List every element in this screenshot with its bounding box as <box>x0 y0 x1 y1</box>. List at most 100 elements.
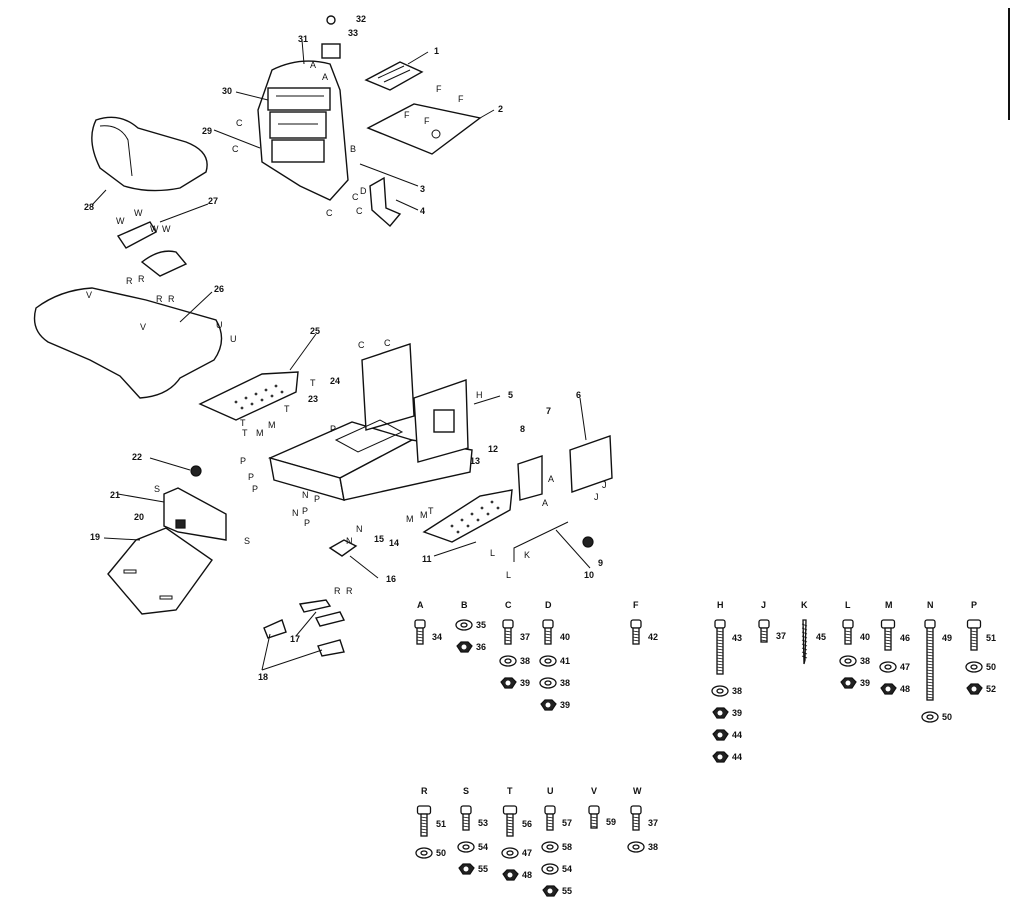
hardware-group-F: F 42 <box>630 600 658 645</box>
hardware-group-letter: K <box>801 600 808 610</box>
callout-27: 27 <box>208 196 218 206</box>
hardware-item-54: 54 <box>457 841 488 853</box>
callout-6: 6 <box>576 390 581 400</box>
hardware-group-letter: R <box>421 786 428 796</box>
hardware-part-number: 56 <box>522 819 532 829</box>
hardware-part-number: 54 <box>478 842 488 852</box>
mark-P: P <box>248 472 254 482</box>
hardware-part-number: 49 <box>942 633 952 643</box>
callout-25: 25 <box>310 326 320 336</box>
part-4-bracket <box>369 176 402 228</box>
part-31-dash-panel <box>257 60 349 201</box>
hardware-item-36: 36 <box>456 641 486 653</box>
mark-V: V <box>140 322 146 332</box>
mark-M: M <box>420 510 428 520</box>
hardware-item-43: 43 <box>714 619 742 675</box>
callout-numbers: 1 2 3 4 5 6 7 8 9 10 11 12 13 14 15 16 1… <box>84 14 603 682</box>
mark-F: F <box>404 110 410 120</box>
hardware-part-number: 37 <box>520 632 530 642</box>
callout-3: 3 <box>420 184 425 194</box>
mark-U: U <box>230 334 237 344</box>
hardware-group-letter: T <box>507 786 513 796</box>
hardware-part-number: 38 <box>560 678 570 688</box>
hardware-item-34: 34 <box>414 619 442 645</box>
part-26-fender <box>33 287 223 399</box>
hardware-group-letter: H <box>717 600 724 610</box>
hardware-group-letter: F <box>633 600 639 610</box>
hardware-item-50: 50 <box>921 711 952 723</box>
mark-C: C <box>326 208 333 218</box>
hardware-group-letter: A <box>417 600 424 610</box>
mark-W: W <box>134 208 143 218</box>
mark-W: W <box>162 224 171 234</box>
hardware-part-number: 38 <box>648 842 658 852</box>
hardware-item-55: 55 <box>542 885 572 897</box>
part-16-bracket <box>328 539 358 557</box>
hardware-part-number: 37 <box>648 818 658 828</box>
hardware-part-number: 35 <box>476 620 486 630</box>
part-21-plate <box>163 487 227 541</box>
hardware-item-42: 42 <box>630 619 658 645</box>
hardware-item-49: 49 <box>924 619 952 701</box>
callout-23: 23 <box>308 394 318 404</box>
hardware-group-letter: B <box>461 600 468 610</box>
mark-C: C <box>356 206 363 216</box>
mark-A: A <box>548 474 554 484</box>
callout-29: 29 <box>202 126 212 136</box>
hardware-part-number: 45 <box>816 632 826 642</box>
part-27-seat-brackets <box>116 221 188 277</box>
hardware-group-letter: C <box>505 600 512 610</box>
callout-30: 30 <box>222 86 232 96</box>
mark-T: T <box>240 418 246 428</box>
hardware-item-48: 48 <box>880 683 910 695</box>
mark-H: H <box>476 390 483 400</box>
part-1-plate <box>364 61 424 91</box>
mark-W: W <box>150 224 159 234</box>
mark-R: R <box>334 586 341 596</box>
mark-P: P <box>240 456 246 466</box>
hardware-part-number: 48 <box>900 684 910 694</box>
part-6-plate <box>569 435 613 493</box>
callout-26: 26 <box>214 284 224 294</box>
hardware-group-K: K 45 <box>801 600 826 665</box>
hardware-item-48: 48 <box>502 869 532 881</box>
hardware-part-number: 38 <box>860 656 870 666</box>
callout-21: 21 <box>110 490 120 500</box>
mark-D: D <box>360 186 367 196</box>
mark-J: J <box>594 492 599 502</box>
mark-R: R <box>126 276 133 286</box>
hardware-part-number: 42 <box>648 632 658 642</box>
mark-P: P <box>302 506 308 516</box>
hardware-part-number: 44 <box>732 752 742 762</box>
hardware-part-number: 59 <box>606 817 616 827</box>
hardware-item-47: 47 <box>879 661 910 673</box>
mark-T: T <box>242 428 248 438</box>
callout-20: 20 <box>134 512 144 522</box>
part-13-footrest <box>422 489 513 543</box>
mark-U: U <box>216 320 223 330</box>
hardware-item-47: 47 <box>501 847 532 859</box>
hardware-group-V: V59 <box>588 786 616 829</box>
hardware-group-T: T 56 47 48 <box>501 786 532 881</box>
mark-A: A <box>310 60 316 70</box>
hardware-groups: A34B3536C373839D40413839F42H4338394444J3… <box>414 600 996 897</box>
hardware-part-number: 37 <box>776 631 786 641</box>
hardware-part-number: 43 <box>732 633 742 643</box>
hardware-item-38: 38 <box>499 655 530 667</box>
callout-7: 7 <box>546 406 551 416</box>
hardware-part-number: 36 <box>476 642 486 652</box>
hardware-group-B: B 35 36 <box>455 600 486 653</box>
hardware-part-number: 55 <box>562 886 572 896</box>
mark-N: N <box>302 490 309 500</box>
part-8-plate <box>517 455 543 501</box>
mark-P: P <box>304 518 310 528</box>
mark-N: N <box>356 524 363 534</box>
callout-22: 22 <box>132 452 142 462</box>
hardware-item-41: 41 <box>539 655 570 667</box>
